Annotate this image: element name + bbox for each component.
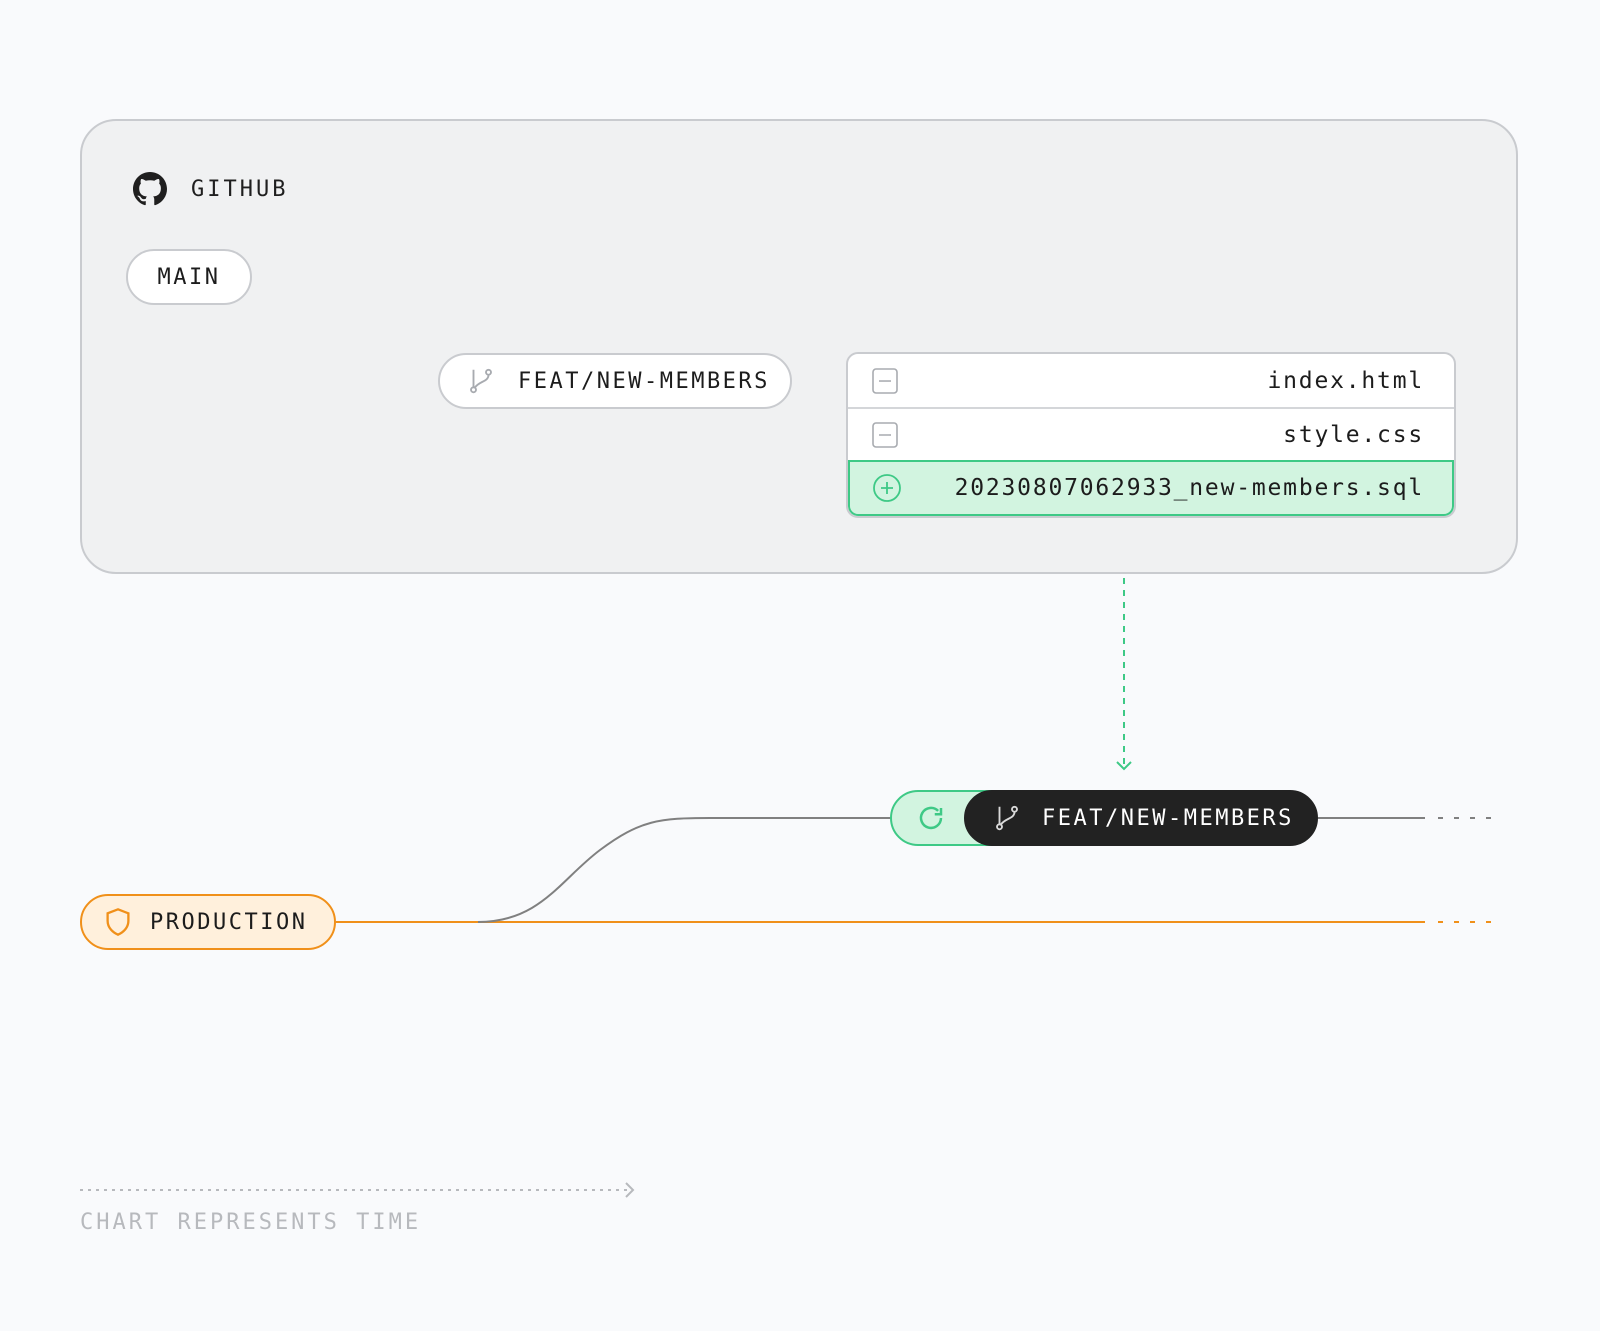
preview-branch-label: FEAT/NEW-MEMBERS (1042, 805, 1294, 831)
feature-branch-label: FEAT/NEW-MEMBERS (518, 368, 770, 394)
shield-icon (104, 907, 132, 937)
github-label: GITHUB (191, 176, 289, 202)
main-branch-pill[interactable]: MAIN (126, 249, 252, 305)
git-branch-icon (466, 366, 496, 396)
file-row[interactable]: style.css (848, 407, 1454, 460)
time-footnote: CHART REPRESENTS TIME (80, 1210, 422, 1235)
feature-branch-pill[interactable]: FEAT/NEW-MEMBERS (438, 353, 792, 409)
minus-square-icon (872, 367, 898, 394)
preview-branch-pill[interactable]: FEAT/NEW-MEMBERS (964, 790, 1318, 846)
file-name: style.css (1283, 421, 1424, 448)
file-name: index.html (1267, 367, 1424, 394)
production-branch-label: PRODUCTION (150, 909, 308, 935)
changed-files-list: index.html style.css 20230807062933_new-… (846, 352, 1456, 518)
file-row-added[interactable]: 20230807062933_new-members.sql (848, 460, 1454, 516)
github-icon (133, 172, 167, 206)
time-arrow (80, 1182, 635, 1198)
production-branch-pill[interactable]: PRODUCTION (80, 894, 336, 950)
github-header: GITHUB (133, 172, 288, 206)
main-branch-label: MAIN (157, 264, 221, 290)
git-branch-icon (992, 803, 1022, 833)
refresh-icon (916, 803, 946, 833)
minus-square-icon (872, 421, 898, 448)
file-name: 20230807062933_new-members.sql (954, 475, 1424, 501)
file-row[interactable]: index.html (848, 354, 1454, 407)
plus-circle-icon (872, 473, 902, 503)
